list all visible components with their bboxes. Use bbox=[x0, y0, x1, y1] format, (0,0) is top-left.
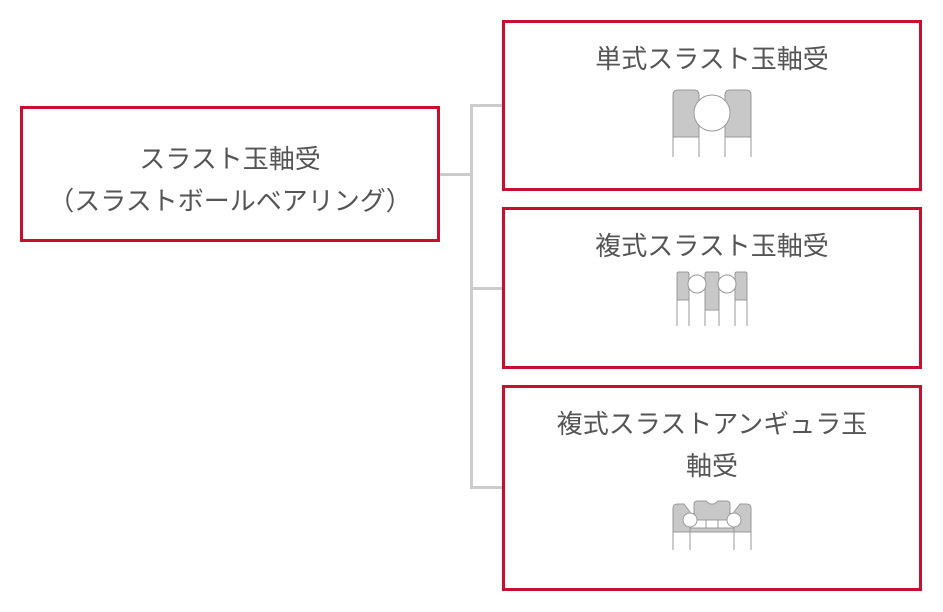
child-label-line1: 複式スラストアンギュラ玉 bbox=[556, 410, 868, 440]
double-thrust-angular-ball-bearing-icon bbox=[672, 500, 752, 550]
root-node: スラスト玉軸受 （スラストボールベアリング） bbox=[20, 106, 440, 242]
double-thrust-ball-bearing-icon bbox=[676, 271, 748, 326]
child-node-angular[interactable]: 複式スラストアンギュラ玉 軸受 bbox=[502, 385, 922, 591]
child-node-double[interactable]: 複式スラスト玉軸受 bbox=[502, 207, 922, 369]
root-title: スラスト玉軸受 bbox=[139, 145, 321, 175]
child-label-line2: 軸受 bbox=[685, 452, 738, 482]
child-label: 単式スラスト玉軸受 bbox=[595, 45, 829, 75]
connector-branch-3 bbox=[470, 486, 504, 489]
connector-trunk bbox=[470, 104, 473, 489]
single-thrust-ball-bearing-icon bbox=[672, 89, 752, 157]
root-subtitle: （スラストボールベアリング） bbox=[48, 187, 412, 217]
connector-branch-2 bbox=[470, 287, 504, 290]
connector-root bbox=[438, 173, 472, 176]
child-node-single[interactable]: 単式スラスト玉軸受 bbox=[502, 20, 922, 191]
connector-branch-1 bbox=[470, 104, 504, 107]
child-label: 複式スラスト玉軸受 bbox=[595, 232, 829, 262]
